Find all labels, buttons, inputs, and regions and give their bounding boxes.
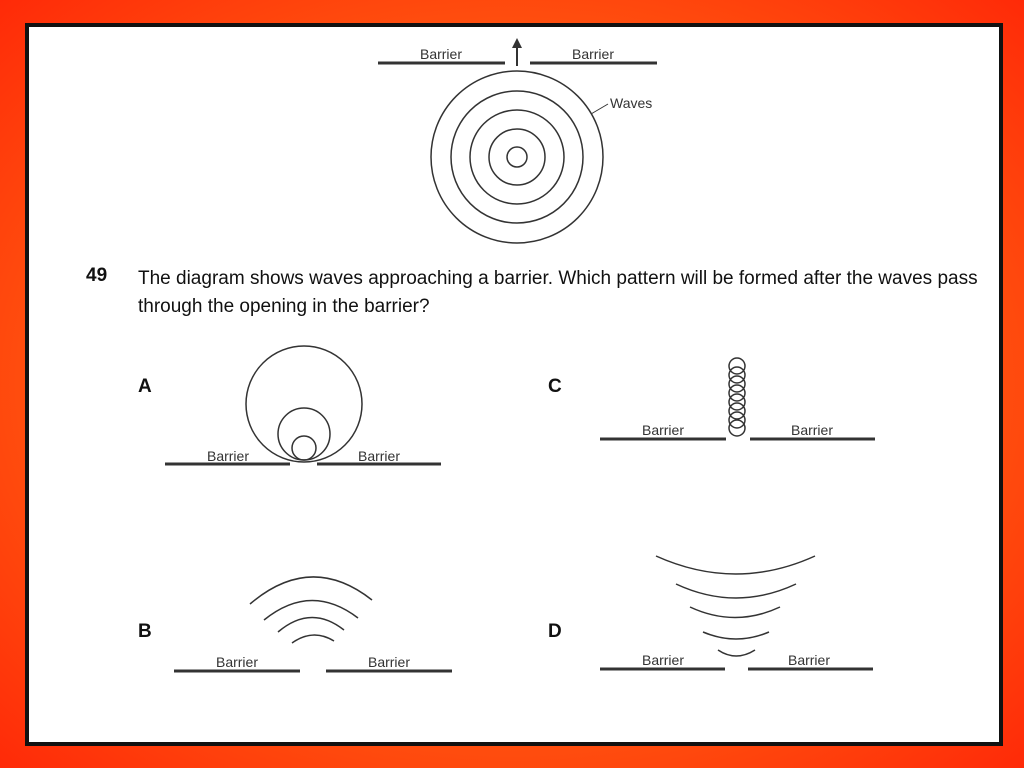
option-d-letter[interactable]: D [548,621,562,642]
wave-arc [291,634,335,644]
direction-arrow-head [512,38,522,48]
wave-arc [717,649,756,657]
option-c-diagram [600,357,875,441]
wave-circle [728,375,746,393]
option-b-barrier-left-label: Barrier [216,654,258,670]
main-diagram [378,38,657,244]
question-number: 49 [86,265,108,286]
option-c-barrier-left-label: Barrier [642,422,684,438]
option-a-letter[interactable]: A [138,376,152,397]
wave-arc [655,555,816,575]
wave-circle [488,128,546,186]
option-c-letter[interactable]: C [548,376,562,397]
wave-circle [728,366,746,384]
waves-label: Waves [610,95,652,111]
question-card [25,23,1003,746]
question-text: The diagram shows waves approaching a ba… [138,268,978,317]
waves-leader-line [590,103,609,115]
option-a-diagram [165,345,441,466]
wave-circle [728,402,746,420]
option-d-diagram [600,555,873,671]
wave-arc [263,599,359,621]
wave-circle [450,90,584,224]
main-barrier-right-label: Barrier [572,46,614,62]
option-b-barrier-right-label: Barrier [368,654,410,670]
wave-circle [506,146,528,168]
wave-arc [249,576,373,605]
option-d-barrier-right-label: Barrier [788,652,830,668]
wave-arc [675,583,797,599]
wave-circle [728,411,746,429]
wave-circle [728,393,746,411]
wave-circle [728,357,746,375]
wave-circle [728,384,746,402]
wave-circle [291,435,317,461]
wave-circle [430,70,604,244]
option-b-diagram [174,576,452,673]
wave-circle [245,345,363,463]
wave-arc [277,616,345,633]
option-d-barrier-left-label: Barrier [642,652,684,668]
wave-arc [689,606,781,619]
option-b-letter[interactable]: B [138,621,152,642]
wave-circle [728,419,746,437]
wave-circle [469,109,565,205]
wave-circle [277,407,331,461]
main-barrier-left-label: Barrier [420,46,462,62]
option-c-barrier-right-label: Barrier [791,422,833,438]
option-a-barrier-left-label: Barrier [207,448,249,464]
option-a-barrier-right-label: Barrier [358,448,400,464]
wave-arc [702,631,770,640]
